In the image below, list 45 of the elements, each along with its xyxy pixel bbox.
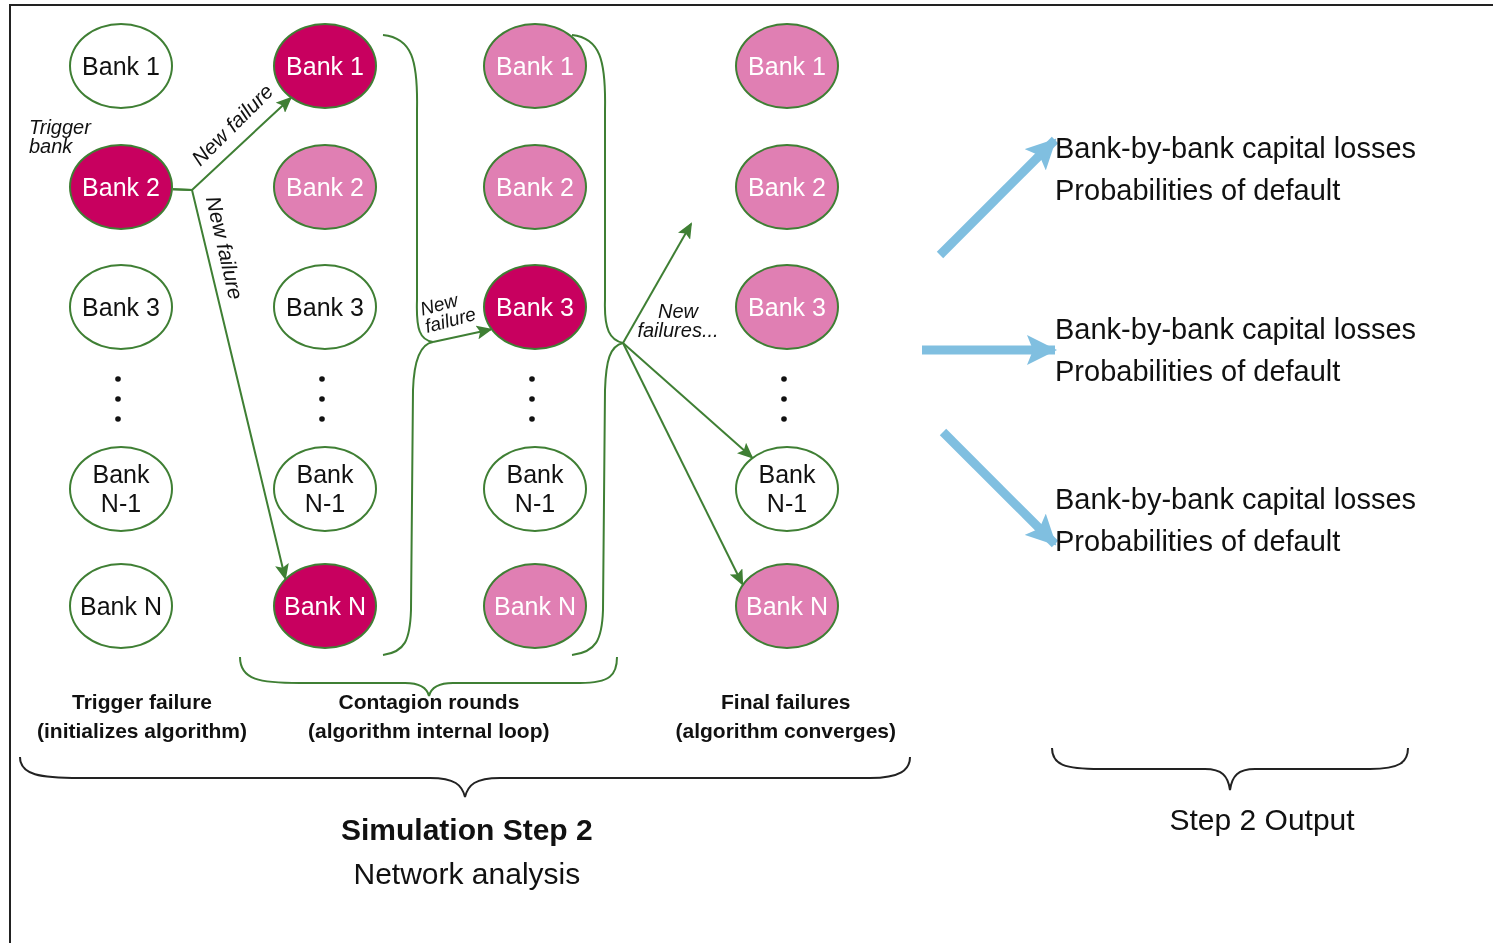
bank-label: Bank N [283, 591, 367, 621]
bank-label: Bank 2 [747, 172, 827, 202]
section-title: Simulation Step 2 [341, 813, 593, 847]
bank-label: Bank 2 [495, 172, 575, 202]
output-text: Bank-by-bank capital losses [1055, 130, 1417, 166]
node-annotation: Trigger bank [29, 118, 93, 156]
bank-label: Bank 1 [495, 51, 575, 81]
output-text: Probabilities of default [1055, 354, 1341, 389]
bank-label: Bank N [493, 591, 577, 621]
bank-label: Bank 3 [81, 292, 161, 322]
arrow [622, 342, 754, 459]
annotation: New failures... [636, 302, 720, 340]
bank-label: Bank 3 [285, 292, 365, 322]
arrow [622, 222, 692, 344]
stage-caption: (algorithm internal loop) [308, 719, 550, 743]
bank-label: Bank 1 [747, 51, 827, 81]
stage-caption: Trigger failure [72, 690, 213, 714]
bank-label: Bank N-1 [295, 460, 355, 518]
bank-label: Bank N-1 [505, 460, 565, 518]
stage-caption: Final failures [721, 690, 851, 714]
edge-label: New failure [418, 288, 480, 336]
arrow [939, 428, 1059, 548]
bank-label: Bank N-1 [757, 460, 817, 518]
output-text: Bank-by-bank capital losses [1055, 481, 1417, 517]
bank-label: Bank 1 [81, 51, 161, 81]
bank-label: Bank 1 [285, 51, 365, 81]
bank-label: Bank 3 [495, 292, 575, 322]
output-text: Probabilities of default [1055, 524, 1341, 559]
bank-label: Bank 2 [81, 172, 161, 202]
arrow [922, 335, 1057, 365]
output-text: Bank-by-bank capital losses [1055, 311, 1417, 347]
bank-label: Bank 2 [285, 172, 365, 202]
bank-label: Bank 3 [747, 292, 827, 322]
bank-label: Bank N-1 [91, 460, 151, 518]
stage-caption: (algorithm converges) [675, 719, 897, 743]
section-title: Step 2 Output [1169, 803, 1355, 837]
stage-caption: (initializes algorithm) [37, 719, 248, 743]
section-subtitle: Network analysis [353, 857, 581, 891]
output-text: Probabilities of default [1055, 173, 1341, 208]
bank-label: Bank N [79, 591, 163, 621]
bank-label: Bank N [745, 591, 829, 621]
arrow [622, 342, 744, 586]
arrow [936, 136, 1059, 259]
edge-label: New failure [202, 194, 246, 302]
stage-caption: Contagion rounds [338, 690, 520, 714]
